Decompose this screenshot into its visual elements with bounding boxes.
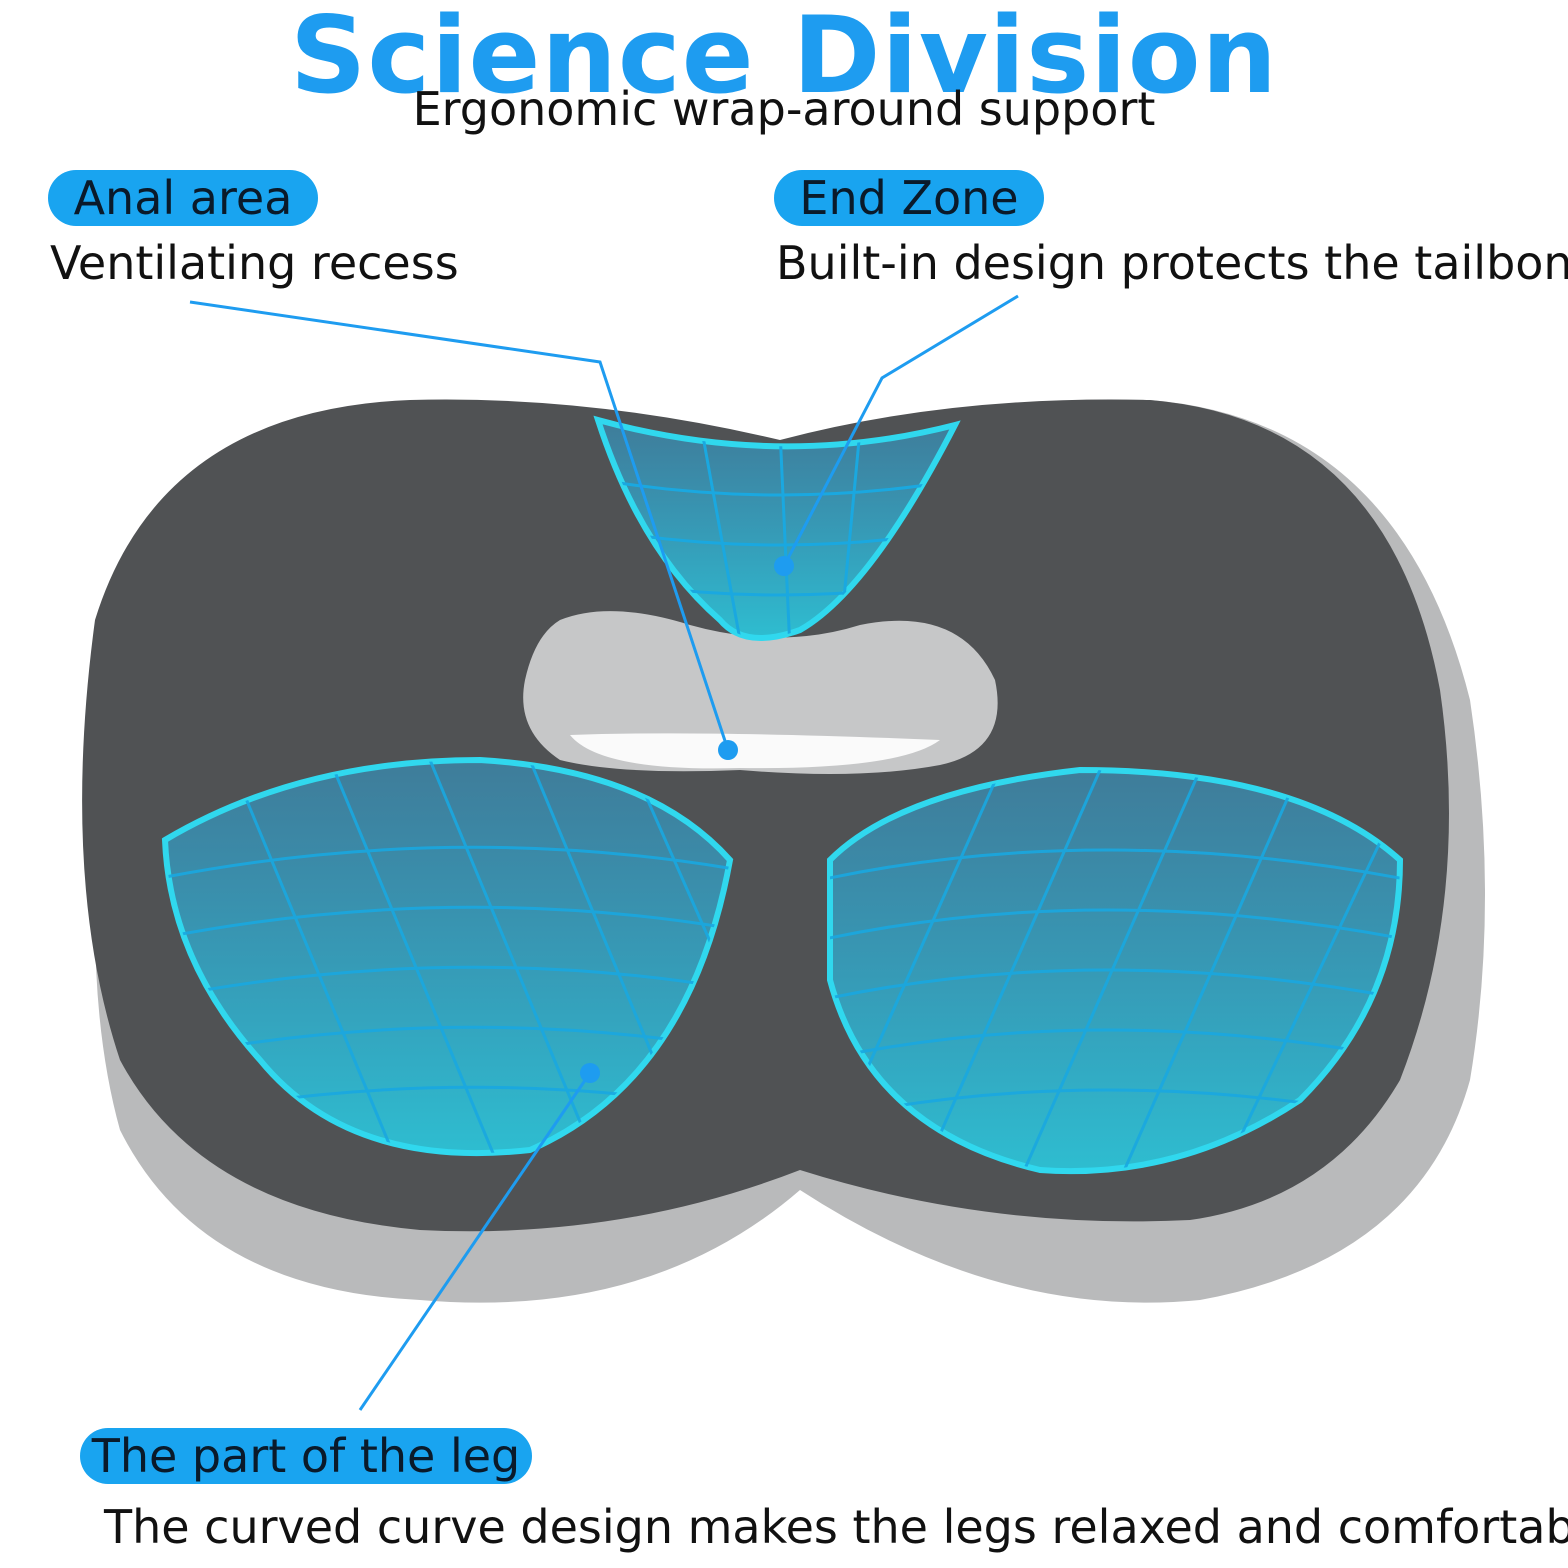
tailbone-support bbox=[593, 415, 961, 641]
anal-area-badge: Anal area bbox=[48, 170, 318, 226]
cushion-hole bbox=[523, 611, 998, 774]
leg-leader-line bbox=[358, 1072, 592, 1411]
end-zone-description: Built-in design protects the tailbone bbox=[776, 236, 1568, 290]
leg-part-description: The curved curve design makes the legs r… bbox=[104, 1500, 1568, 1554]
anal-leader-line bbox=[189, 300, 730, 751]
anal-dot bbox=[718, 740, 738, 760]
leg-part-badge: The part of the leg bbox=[80, 1428, 532, 1484]
anal-area-description: Ventilating recess bbox=[50, 236, 459, 290]
page-subtitle: Ergonomic wrap-around support bbox=[412, 82, 1156, 136]
end-leader-line bbox=[782, 294, 1019, 567]
end-zone-badge: End Zone bbox=[774, 170, 1044, 226]
leg-dot bbox=[580, 1063, 600, 1083]
end-dot bbox=[774, 556, 794, 576]
leg-support-right bbox=[827, 766, 1404, 1175]
page-title: Science Division bbox=[290, 0, 1278, 117]
